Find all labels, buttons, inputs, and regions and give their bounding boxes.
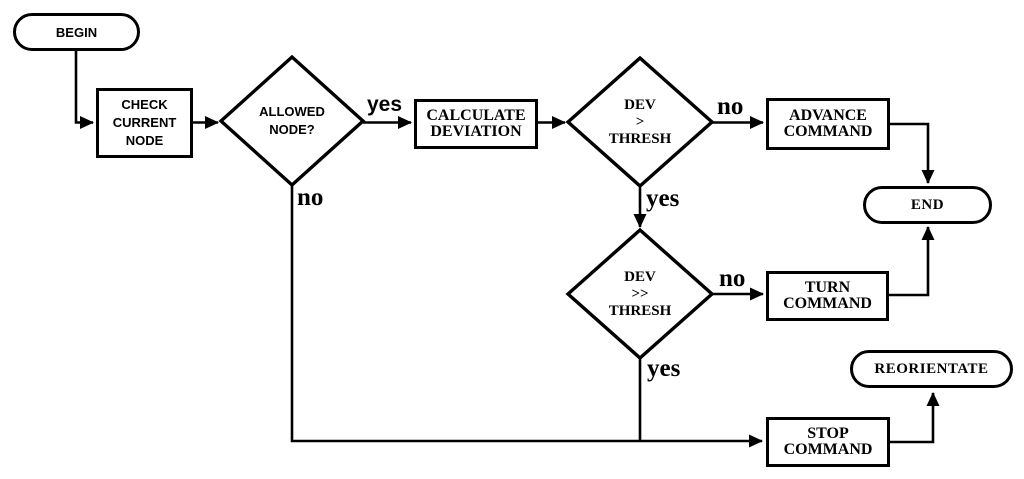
edge-label-allowed-yes: yes <box>367 93 403 116</box>
edge-begin-to-check <box>74 51 94 129</box>
process-stop-command: STOP COMMAND <box>766 417 890 467</box>
decision-dev-much-gt-thresh-label: DEV >> THRESH <box>608 268 672 319</box>
terminator-end: END <box>863 186 992 224</box>
decision-dev-gt-thresh-label: DEV > THRESH <box>608 96 672 147</box>
edge-label-dev1-yes: yes <box>646 185 680 212</box>
edge-advance-to-end <box>890 122 935 184</box>
edge-label-dev2-no: no <box>719 265 746 292</box>
edge-stop-to-reorientate <box>890 392 940 444</box>
edge-turn-to-end <box>888 226 935 297</box>
process-turn-command: TURN COMMAND <box>766 271 889 321</box>
decision-allowed-node-shape <box>218 54 366 188</box>
edge-label-allowed-no: no <box>297 184 324 211</box>
edge-label-dev2-yes: yes <box>647 355 681 382</box>
edge-label-dev1-no: no <box>717 93 744 120</box>
process-check-current-node: CHECK CURRENT NODE <box>96 88 193 158</box>
terminator-reorientate: REORIENTATE <box>850 350 1013 388</box>
process-advance-command: ADVANCE COMMAND <box>766 98 890 150</box>
process-calculate-deviation: CALCULATE DEVIATION <box>414 99 538 149</box>
terminator-begin: BEGIN <box>13 13 140 51</box>
edge-allowed-no-to-stop <box>290 185 763 448</box>
decision-allowed-node-label: ALLOWED NODE? <box>259 104 325 137</box>
decision-dev-much-gt-thresh-shape <box>565 227 715 361</box>
decision-dev-gt-thresh-shape <box>565 55 715 189</box>
